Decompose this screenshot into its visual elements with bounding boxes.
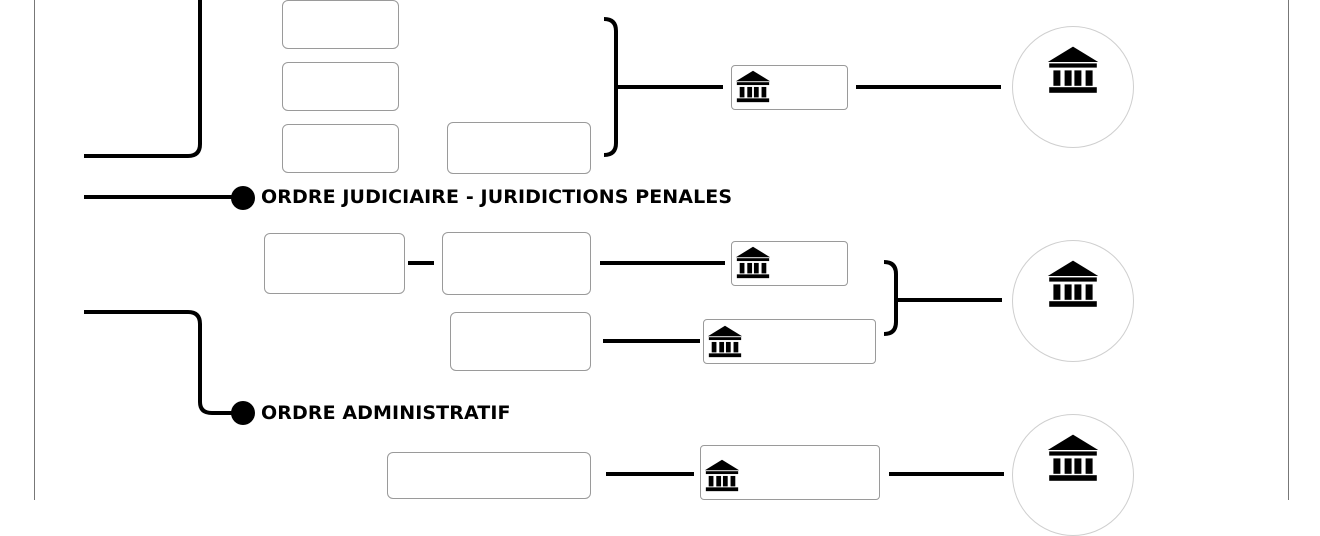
empty-box: [442, 232, 591, 295]
connector-civil-bracket-to-court: [616, 85, 723, 89]
courthouse-icon: [1047, 46, 1099, 93]
empty-box: [264, 233, 405, 294]
connector-penal: [84, 195, 242, 199]
connector-civil-court-to-supreme: [856, 85, 1001, 89]
courthouse-icon: [1047, 434, 1099, 481]
court-box: [703, 319, 876, 364]
connector-penal-to-court-2: [603, 339, 700, 343]
empty-box: [447, 122, 591, 174]
left-border: [34, 0, 35, 500]
section-dot-admin: [231, 401, 255, 425]
courthouse-icon: [1047, 260, 1099, 307]
empty-box: [387, 452, 591, 499]
connector-penal-small: [408, 261, 434, 265]
section-title-penal: ORDRE JUDICIAIRE - JURIDICTIONS PENALES: [261, 186, 733, 208]
right-border: [1288, 0, 1289, 500]
courthouse-icon: [704, 459, 740, 492]
courthouse-icon: [735, 70, 771, 103]
supreme-court-circle: [1012, 26, 1134, 148]
section-title-admin: ORDRE ADMINISTRATIF: [261, 402, 511, 424]
section-dot-penal: [231, 186, 255, 210]
empty-box: [450, 312, 591, 371]
connector-penal-to-court-1: [600, 261, 725, 265]
empty-box: [282, 124, 399, 173]
supreme-court-circle: [1012, 240, 1134, 362]
empty-box: [282, 0, 399, 49]
courthouse-icon: [707, 325, 743, 358]
connector-admin-to-court: [606, 472, 694, 476]
empty-box: [282, 62, 399, 111]
diagram-frame: ORDRE JUDICIAIRE - JURIDICTIONS PENALES …: [34, 0, 1289, 536]
connector-admin-court-to-supreme: [889, 472, 1004, 476]
courthouse-icon: [735, 246, 771, 279]
connector-penal-bracket-to-supreme: [896, 298, 1002, 302]
